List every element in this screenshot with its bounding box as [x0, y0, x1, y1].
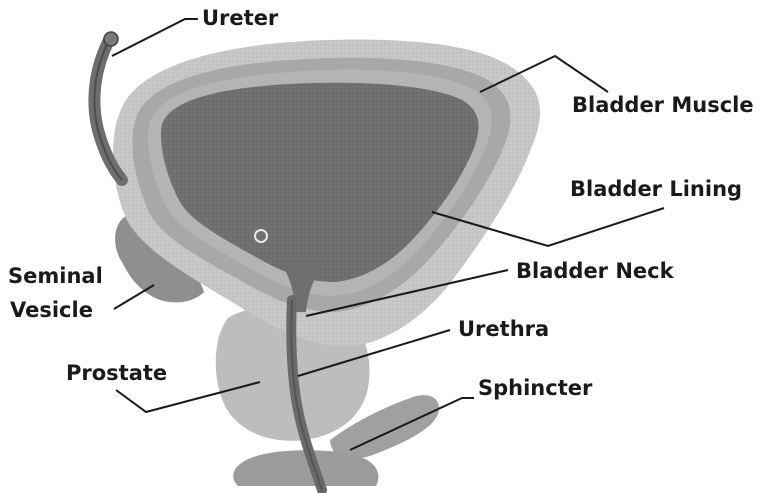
ureter-leader [112, 19, 198, 56]
bladder-lining-label: Bladder Lining [570, 177, 742, 201]
seminal-vesicle-label-line2: Vesicle [10, 298, 93, 322]
bladder-neck-label: Bladder Neck [516, 259, 675, 283]
ureter-opening-icon [104, 32, 118, 46]
ureter-label: Ureter [202, 6, 279, 30]
seminal-vesicle-leader [114, 285, 154, 309]
sphincter-label: Sphincter [478, 376, 593, 400]
urethra-label: Urethra [458, 317, 549, 341]
prostate-label: Prostate [66, 361, 167, 385]
seminal-vesicle-label-line1: Seminal [8, 264, 103, 288]
bladder-muscle-label: Bladder Muscle [572, 93, 754, 117]
